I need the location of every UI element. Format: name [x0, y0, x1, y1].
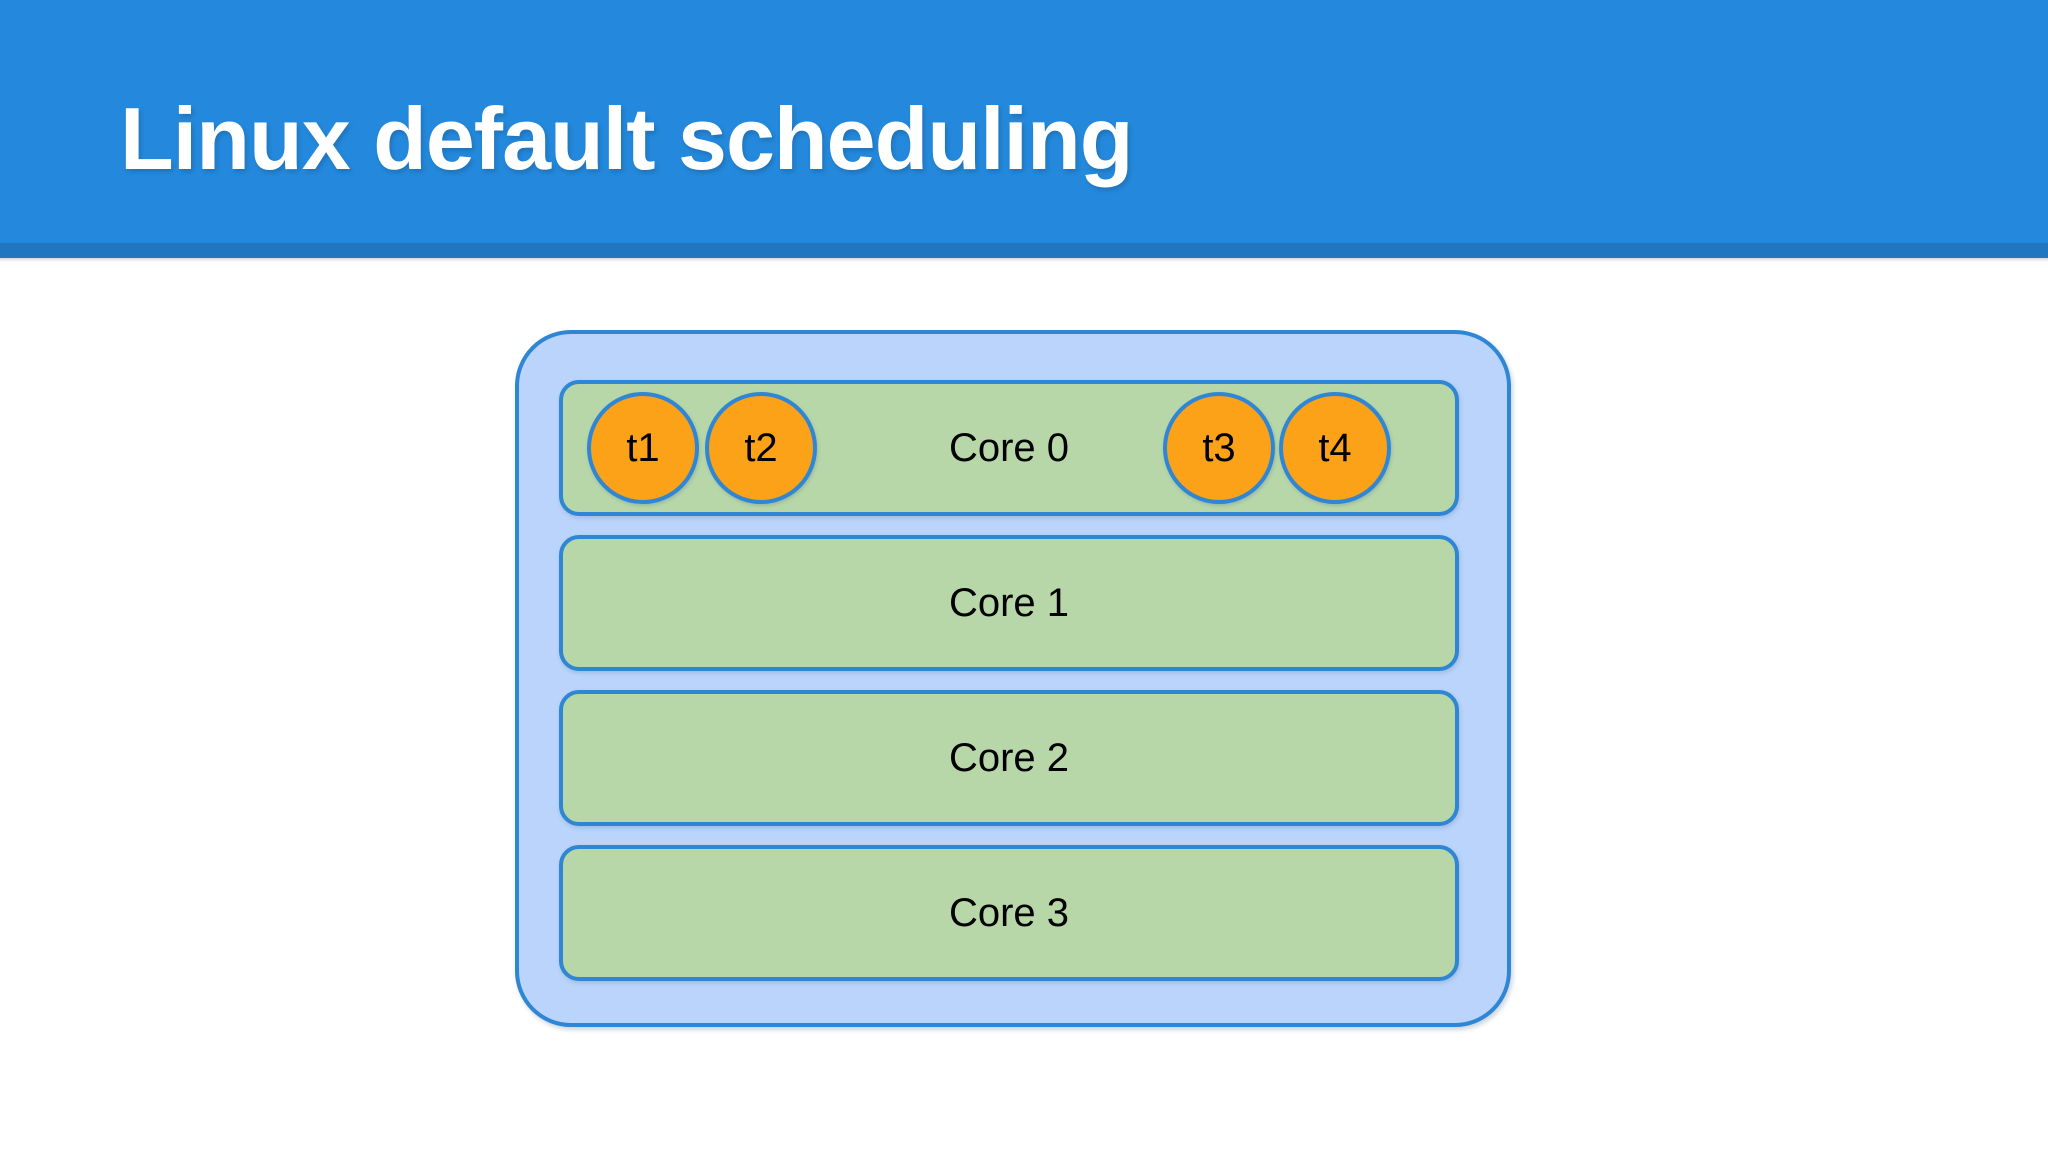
core-label-1: Core 1: [948, 581, 1070, 625]
core-row-3[interactable]: Core 3: [559, 845, 1459, 981]
thread-label-t4: t4: [1318, 426, 1352, 470]
core-label-3: Core 3: [948, 891, 1070, 935]
header-underline-stripe: [0, 243, 2048, 258]
thread-label-t1: t1: [626, 426, 660, 470]
thread-circle-t1[interactable]: t1: [587, 392, 699, 504]
core-row-2[interactable]: Core 2: [559, 690, 1459, 826]
cpu-package-container: t1 t2 Core 0 t3 t4 Core 1 Core 2 Core 3: [515, 330, 1511, 1027]
core-stack: t1 t2 Core 0 t3 t4 Core 1 Core 2 Core 3: [559, 380, 1459, 981]
core-row-0[interactable]: t1 t2 Core 0 t3 t4: [559, 380, 1459, 516]
slide-title: Linux default scheduling: [120, 89, 1133, 188]
core-row-1[interactable]: Core 1: [559, 535, 1459, 671]
core-label-2: Core 2: [948, 736, 1070, 780]
thread-circle-t2[interactable]: t2: [705, 392, 817, 504]
thread-circle-t4[interactable]: t4: [1279, 392, 1391, 504]
thread-label-t3: t3: [1202, 426, 1236, 470]
core-label-0: Core 0: [948, 426, 1070, 470]
header-drop-shadow: [0, 258, 2048, 262]
thread-label-t2: t2: [744, 426, 778, 470]
header-band: [0, 0, 2048, 243]
thread-circle-t3[interactable]: t3: [1163, 392, 1275, 504]
